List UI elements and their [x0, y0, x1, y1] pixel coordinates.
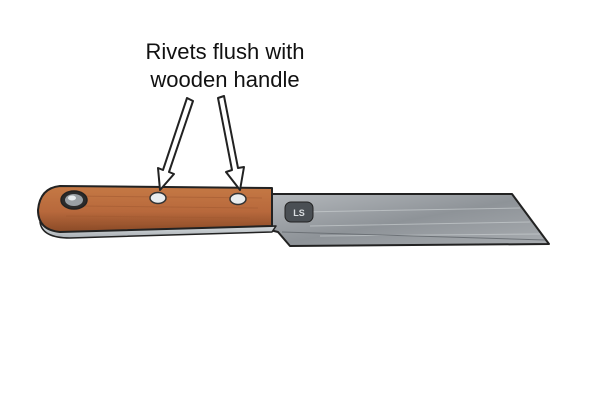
wooden-handle — [37, 185, 273, 233]
rivet-icon — [229, 192, 247, 206]
rivet-icon — [149, 191, 167, 205]
annotation-line-1: Rivets flush with — [145, 39, 305, 64]
lanyard-hole-icon — [60, 190, 88, 210]
maker-stamp-icon: LS — [284, 201, 314, 223]
blade-stamp-text: LS — [293, 208, 305, 218]
arrow-icon — [217, 95, 245, 191]
arrow-icon — [157, 97, 194, 191]
annotation-line-2: wooden handle — [150, 67, 300, 92]
